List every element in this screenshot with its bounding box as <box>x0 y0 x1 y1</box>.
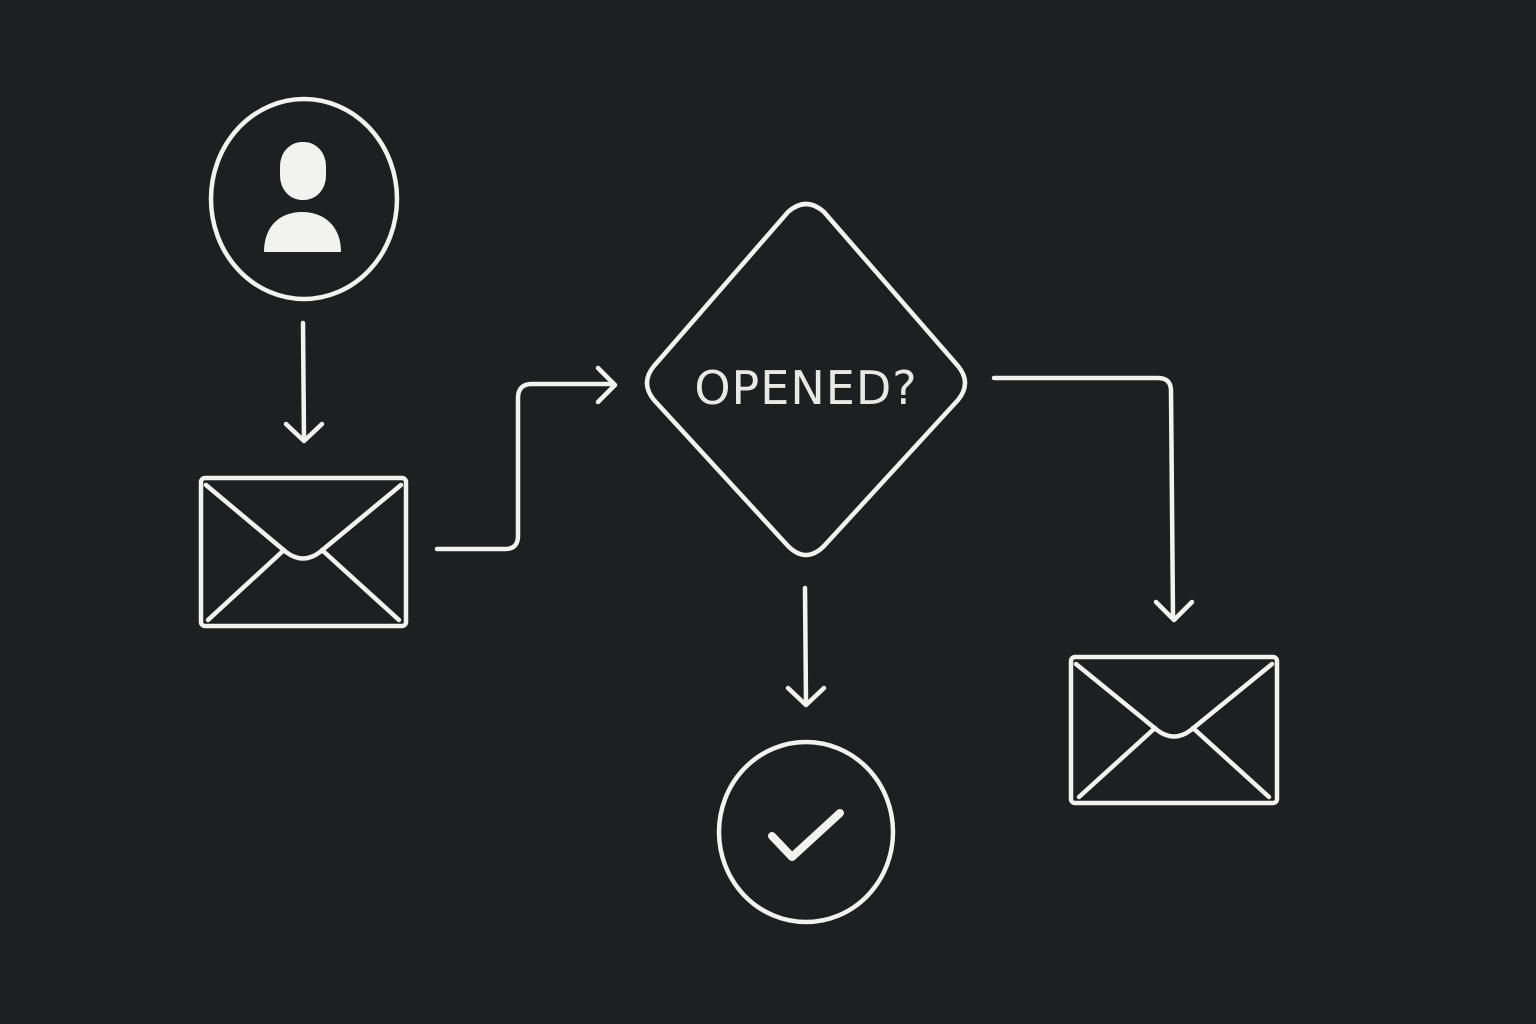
start-node-circle <box>208 96 400 302</box>
checkmark-icon <box>768 809 844 861</box>
envelope-icon <box>1073 661 1275 800</box>
decision-diamond <box>644 201 968 558</box>
decision-node: OPENED? <box>644 201 968 558</box>
arrowhead-icon <box>283 421 325 444</box>
user-icon <box>264 142 341 252</box>
edge-decision-to-email-2 <box>991 375 1195 623</box>
email-node-1-box <box>198 475 409 629</box>
success-node <box>716 739 896 925</box>
edge-email-1-to-decision <box>434 365 618 552</box>
arrowhead-icon <box>785 685 827 708</box>
email-node-1 <box>198 475 409 629</box>
edge-decision-to-success <box>785 585 827 708</box>
success-node-circle <box>716 739 896 925</box>
email-node-2-box <box>1068 654 1280 806</box>
arrowhead-icon <box>595 365 618 405</box>
email-node-2 <box>1068 654 1280 806</box>
start-node <box>208 96 400 302</box>
envelope-icon <box>203 482 404 623</box>
arrowhead-icon <box>1153 599 1195 623</box>
edge-start-to-email-1 <box>283 320 325 444</box>
decision-label: OPENED? <box>694 361 917 415</box>
